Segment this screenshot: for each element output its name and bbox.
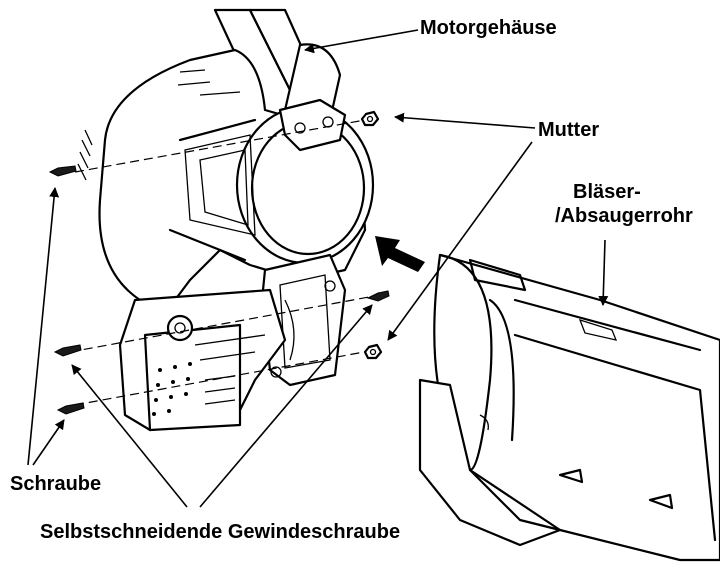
screw-bottom (56, 402, 85, 415)
label-tube-line1: Bläser- (573, 181, 641, 203)
leader-screw-top (27, 187, 60, 466)
label-motor-housing: Motorgehäuse (420, 17, 557, 39)
label-tube-line2: /Absaugerrohr (555, 205, 693, 227)
nut-bottom (363, 343, 383, 360)
nut-top (360, 110, 380, 127)
leader-selftap-right (199, 304, 373, 508)
leader-selftap-left (71, 364, 188, 508)
insert-direction-arrow (375, 236, 425, 272)
leader-motor-housing (304, 29, 419, 54)
lower-unit-shape (118, 288, 287, 432)
label-self-tapping-screw: Selbstschneidende Gewindeschraube (40, 521, 401, 543)
screw-middle (53, 344, 82, 357)
leader-tube (598, 239, 609, 306)
label-nut: Mutter (538, 119, 600, 141)
blower-tube-shape (418, 253, 720, 562)
screw-right (366, 290, 390, 302)
leader-nut-top (394, 112, 536, 129)
motor-housing-shape (77, 8, 375, 387)
leader-screw-bottom (32, 419, 65, 466)
leader-nut-bottom (387, 141, 533, 341)
alignment-line-middle (69, 294, 381, 353)
label-screw: Schraube (10, 473, 102, 495)
alignment-line-top (74, 119, 366, 173)
screw-top (48, 165, 77, 177)
